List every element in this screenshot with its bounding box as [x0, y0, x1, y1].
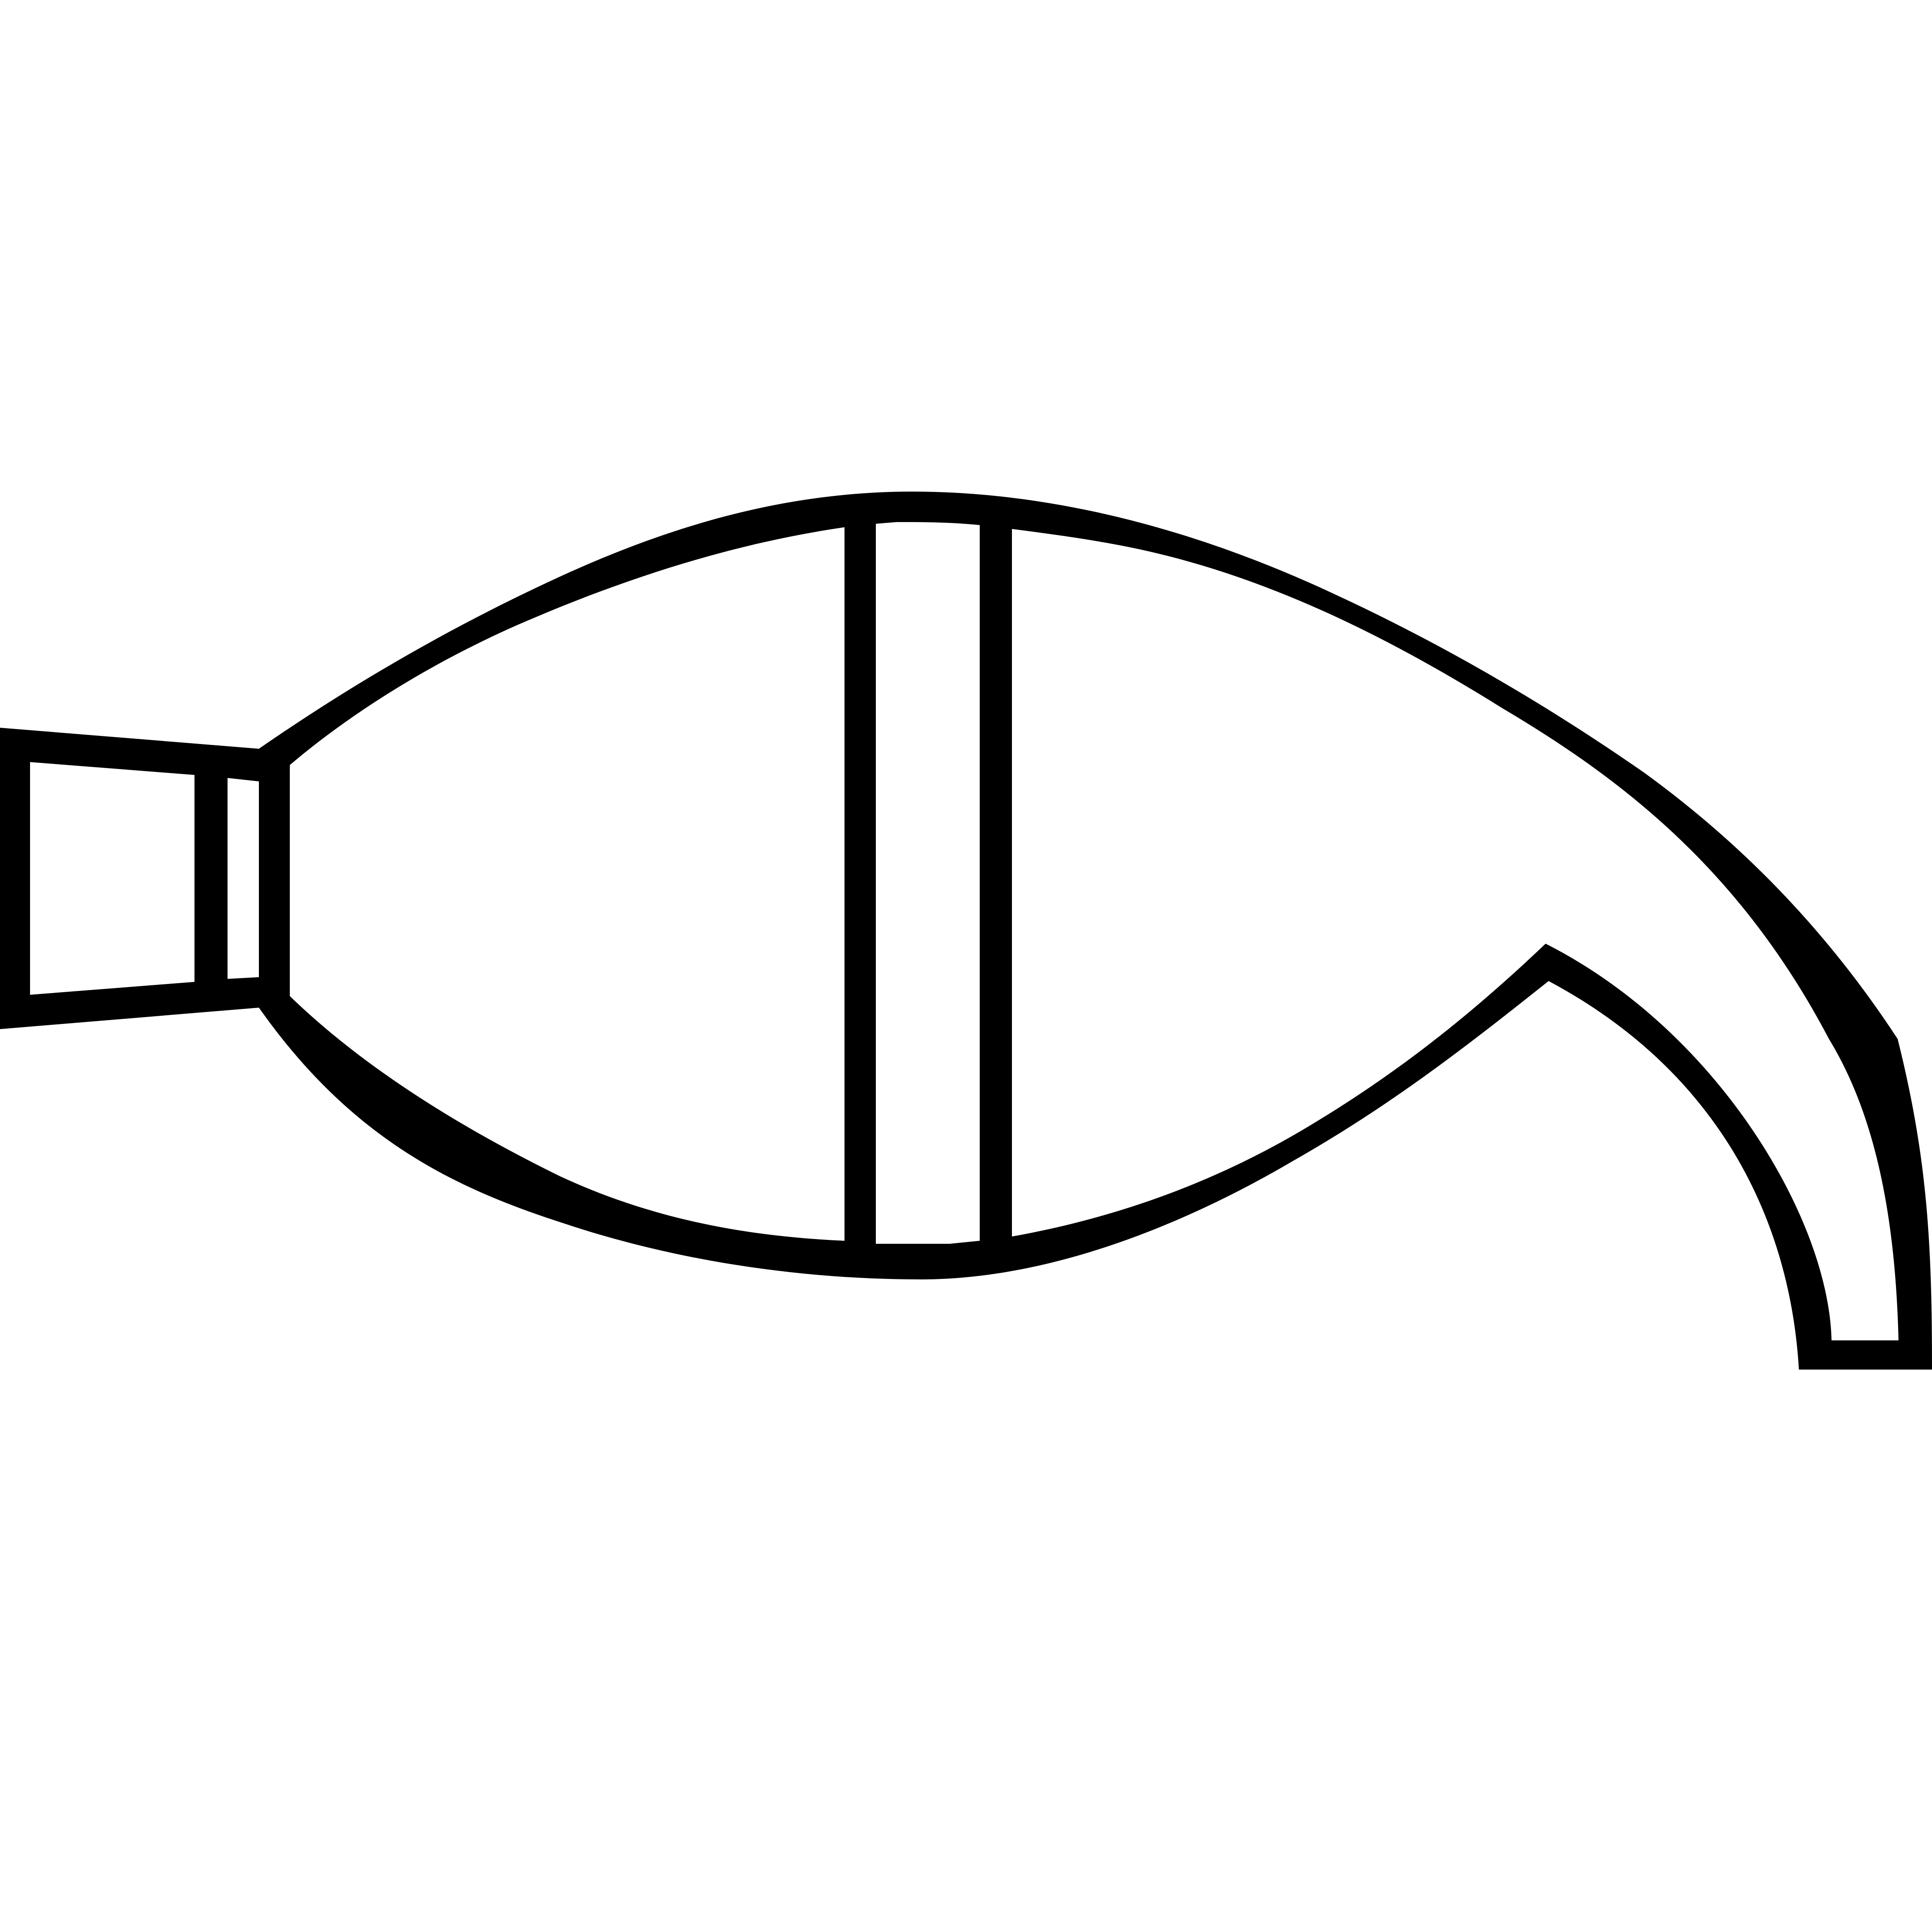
glyph-body-outline [0, 492, 1932, 1370]
hieroglyph-glyph [0, 492, 1932, 1370]
